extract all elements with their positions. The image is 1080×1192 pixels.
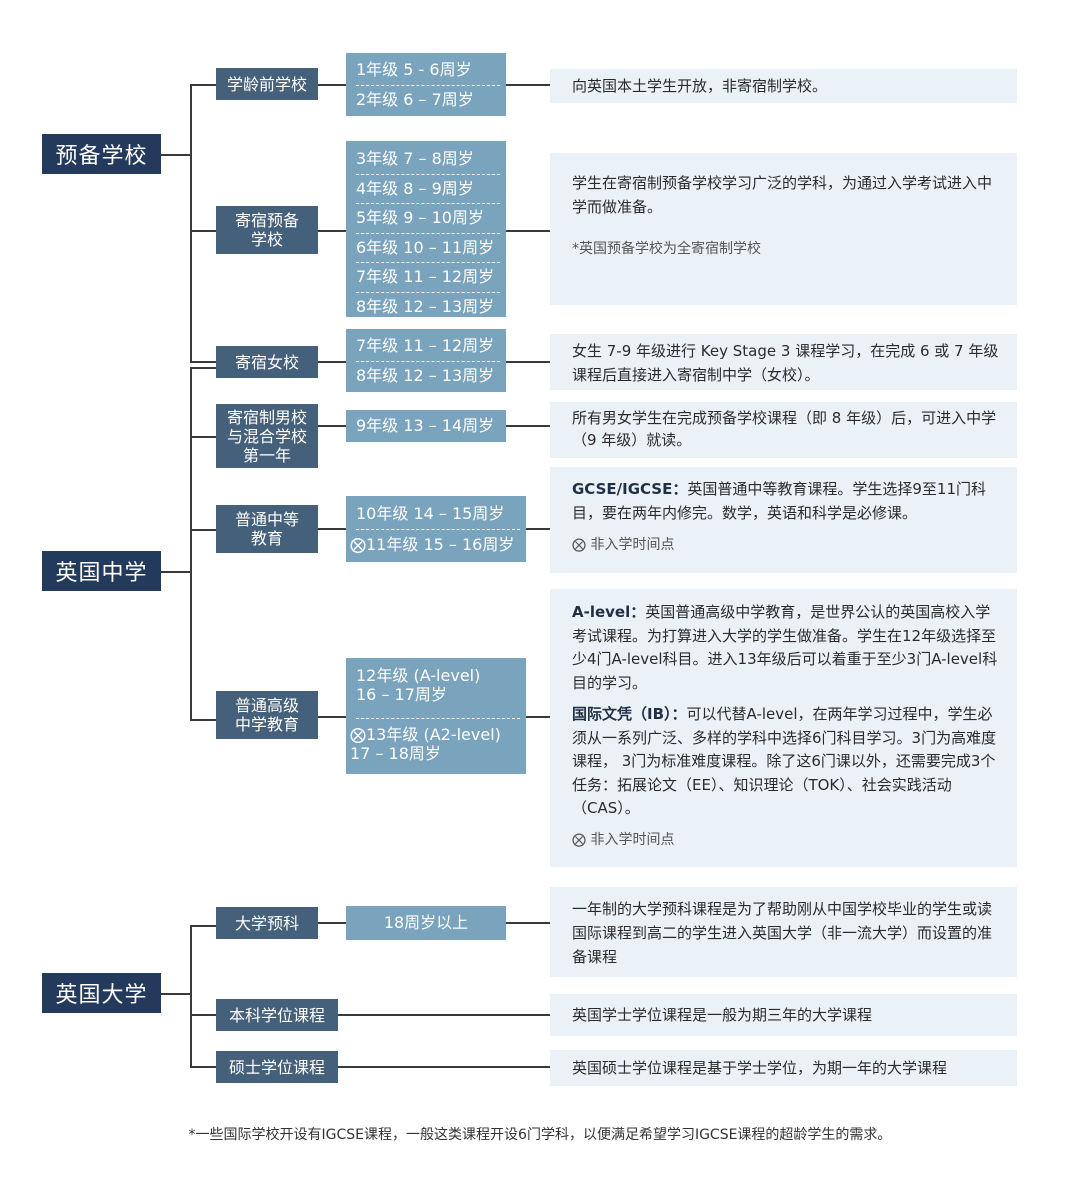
age-row: 3年级 7 – 8周岁 [356,145,500,175]
age-row: 6年级 10 – 11周岁 [356,234,500,263]
age-boarding-prep: 3年级 7 – 8周岁 4年级 8 – 9周岁 5年级 9 – 10周岁 6年级… [346,141,506,317]
desc-preschool: 向英国本土学生开放，非寄宿制学校。 [550,69,1017,103]
age-row: 10年级 14 – 15周岁 [356,500,520,530]
desc-master: 英国硕士学位课程是基于学士学位，为期一年的大学课程 [550,1050,1017,1086]
desc-gcse: GCSE/IGCSE：英国普通中等教育课程。学生选择9至11门科目，要在两年内修… [550,467,1017,573]
desc-boarding-prep: 学生在寄宿制预备学校学习广泛的学科，为通过入学考试进入中学而做准备。 *英国预备… [550,153,1017,305]
desc-alevel: A-level：英国普通高级中学教育，是世界公认的英国高校入学考试课程。为打算进… [550,589,1017,867]
sub-bachelor: 本科学位课程 [216,999,338,1031]
age-row: ⨂11年级 15 – 16周岁 [350,535,515,554]
sub-master: 硕士学位课程 [216,1051,338,1083]
age-row: 8年级 12 – 13周岁 [356,366,495,385]
age-row: 5年级 9 – 10周岁 [356,204,500,234]
section-prep: 预备学校 [42,134,161,174]
sub-girls-school: 寄宿女校 [216,346,318,378]
age-row: 4年级 8 – 9周岁 [356,175,500,204]
age-row: 1年级 5 - 6周岁 [356,57,500,86]
age-row: 7年级 11 – 12周岁 [356,333,500,362]
age-foundation: 18周岁以上 [346,906,506,940]
desc-girls-school: 女生 7-9 年级进行 Key Stage 3 课程学习，在完成 6 或 7 年… [550,334,1017,390]
sub-boarding-prep: 寄宿预备 学校 [216,206,318,254]
section-secondary: 英国中学 [42,551,161,591]
age-preschool: 1年级 5 - 6周岁 2年级 6 – 7周岁 [346,53,506,116]
age-row: 18周岁以上 [383,913,469,932]
age-row: 12年级 (A-level) 16 – 17周岁 [356,666,520,719]
age-row: 9年级 13 – 14周岁 [356,416,495,435]
desc-bachelor: 英国学士学位课程是一般为期三年的大学课程 [550,994,1017,1036]
age-gcse: 10年级 14 – 15周岁 ⨂11年级 15 – 16周岁 [346,496,526,562]
sub-boys-mixed-school: 寄宿制男校 与混合学校 第一年 [216,404,318,468]
section-university: 英国大学 [42,973,161,1013]
age-row: ⨂13年级 (A2-level) 17 – 18周岁 [350,725,501,763]
sub-foundation: 大学预科 [216,907,318,939]
age-boys-mixed: 9年级 13 – 14周岁 [346,410,506,442]
age-alevel: 12年级 (A-level) 16 – 17周岁 ⨂13年级 (A2-level… [346,658,526,774]
sub-alevel: 普通高级 中学教育 [216,691,318,739]
age-row: 2年级 6 – 7周岁 [356,90,474,109]
desc-foundation: 一年制的大学预科课程是为了帮助刚从中国学校毕业的学生或读国际课程到高二的学生进入… [550,887,1017,977]
desc-boys-mixed: 所有男女学生在完成预备学校课程（即 8 年级）后，可进入中学（9 年级）就读。 [550,402,1017,458]
sub-gcse: 普通中等 教育 [216,505,318,553]
age-row: 7年级 11 – 12周岁 [356,263,500,293]
sub-preschool: 学龄前学校 [216,68,318,100]
footnote: *一些国际学校开设有IGCSE课程，一般这类课程开设6门学科，以便满足希望学习I… [188,1127,892,1143]
age-girls-school: 7年级 11 – 12周岁 8年级 12 – 13周岁 [346,329,506,392]
age-row: 8年级 12 – 13周岁 [356,296,495,316]
